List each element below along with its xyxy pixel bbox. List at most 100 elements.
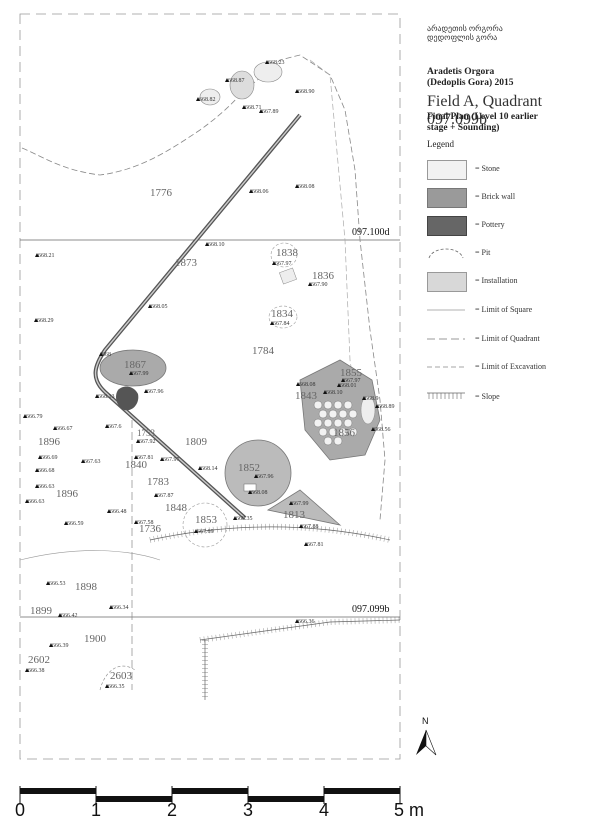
plan-title-line2: stage + Sounding)	[427, 123, 500, 133]
header-script-line2: დედოფლის გორა	[427, 33, 498, 42]
header-georgian: არადეთის ორგორა დედოფლის გორა	[427, 24, 503, 42]
swatch-limit-excavation	[427, 366, 465, 368]
elevation-point-icon	[233, 516, 237, 520]
north-label: N	[422, 716, 429, 726]
stone-1836	[279, 267, 297, 285]
swatch-pit	[428, 248, 464, 259]
elevation-point-icon	[35, 468, 39, 472]
stone-1838	[270, 242, 298, 268]
legend-label: = Pit	[475, 248, 491, 257]
elevation-point-icon	[270, 321, 274, 325]
north-arrow-icon	[416, 729, 437, 756]
elevation-label: 668.87	[228, 78, 245, 84]
elevation-point-icon	[107, 509, 111, 513]
elevation-label: 666.36	[298, 619, 315, 625]
context-1896b: 1896	[56, 488, 79, 500]
elevation-point-icon	[35, 484, 39, 488]
context-1840: 1840	[125, 459, 148, 471]
swatch-limit-square	[427, 309, 465, 311]
elevation-label: 667.6	[108, 424, 122, 430]
elevation-label: 666.69	[41, 455, 58, 461]
elevation-label: 668.56	[374, 427, 391, 433]
elevation-point-icon	[225, 78, 229, 82]
installation-1867	[99, 349, 167, 387]
legend-limit-square: = Limit of Square	[427, 301, 597, 321]
elevation-label: 666.63	[28, 499, 45, 505]
elevation-label: 667.96	[257, 474, 274, 480]
elevation-label: 668.10	[326, 390, 343, 396]
installation-1852	[224, 439, 292, 507]
elevation-point-icon	[105, 684, 109, 688]
legend-installation: = Installation	[427, 272, 597, 292]
elevation-point-icon	[242, 105, 246, 109]
context-1809: 1809	[185, 436, 208, 448]
elevation-point-icon	[109, 605, 113, 609]
swatch-stone	[427, 160, 467, 180]
site-name: Aradetis Orgora	[427, 67, 495, 77]
legend-label: = Limit of Excavation	[475, 362, 546, 371]
stone-top-3	[199, 88, 221, 106]
elevation-label: 666.39	[52, 643, 69, 649]
elevation-point-icon	[35, 253, 39, 257]
elevation-point-icon	[259, 109, 263, 113]
elevation-point-icon	[194, 529, 198, 533]
elevation-label: 667.90	[311, 282, 328, 288]
limit-of-square-frame	[19, 13, 401, 760]
elevation-label: 668.71	[245, 105, 262, 111]
context-1900: 1900	[84, 633, 107, 645]
elevation-point-icon	[362, 396, 366, 400]
grid-label-upper: 097.100d	[352, 227, 390, 238]
context-1873: 1873	[175, 257, 198, 269]
elevation-label: 668.35	[236, 516, 253, 522]
elevation-label: 668.01	[340, 383, 357, 389]
elevation-point-icon	[296, 382, 300, 386]
elevation-point-icon	[134, 455, 138, 459]
site-alt-name: (Dedoplis Gora) 2015	[427, 78, 514, 88]
elevation-point-icon	[295, 619, 299, 623]
elevation-point-icon	[25, 668, 29, 672]
legend-brick: = Brick wall	[427, 188, 597, 208]
elevation-point-icon	[99, 352, 103, 356]
elevation-point-icon	[58, 613, 62, 617]
elevation-label: 668.9	[365, 396, 379, 402]
elevation-label: 668.10	[208, 242, 225, 248]
scale-label-3: 3	[243, 800, 254, 820]
context-1836: 1836	[312, 270, 335, 282]
context-1784: 1784	[252, 345, 275, 357]
elevation-point-icon	[196, 97, 200, 101]
elevation-label: 667.84	[273, 321, 290, 327]
elevation-point-icon	[34, 318, 38, 322]
elevation-label: 666.68	[38, 468, 55, 474]
legend-label: = Limit of Square	[475, 305, 533, 314]
context-1736: 1736	[139, 523, 162, 535]
scale-label-2: 2	[167, 800, 178, 820]
context-1753: 1753	[137, 428, 156, 438]
elevation-point-icon	[81, 459, 85, 463]
elevation-label: 666.35	[108, 684, 125, 690]
elevation-point-icon	[295, 184, 299, 188]
legend-label: = Limit of Quadrant	[475, 334, 540, 343]
elevation-label: 668.29	[37, 318, 54, 324]
elevation-point-icon	[105, 424, 109, 428]
plan-title-line1: Final Plan (Level 10 earlier	[427, 112, 538, 122]
elevation-point-icon	[46, 581, 50, 585]
context-1896a: 1896	[38, 436, 61, 448]
plan-title: Final Plan (Level 10 earlier stage + Sou…	[427, 112, 538, 134]
swatch-pottery	[427, 216, 467, 236]
pit-1834	[268, 305, 298, 329]
limit-of-excavation-upper	[21, 54, 386, 521]
elevation-point-icon	[205, 242, 209, 246]
scale-label-1: 1	[91, 800, 102, 820]
slope-upper-ticks	[149, 523, 391, 543]
elevation-label: 667.97	[275, 261, 292, 267]
elevation-point-icon	[289, 501, 293, 505]
swatch-limit-quadrant	[427, 338, 465, 340]
elevation-point-icon	[25, 499, 29, 503]
legend-limit-excavation: = Limit of Excavation	[427, 358, 597, 378]
elevation-point-icon	[95, 394, 99, 398]
context-1898: 1898	[75, 581, 98, 593]
legend-limit-quadrant: = Limit of Quadrant	[427, 330, 597, 350]
legend-stone: = Stone	[427, 160, 597, 180]
elevation-label: 666.63	[38, 484, 55, 490]
